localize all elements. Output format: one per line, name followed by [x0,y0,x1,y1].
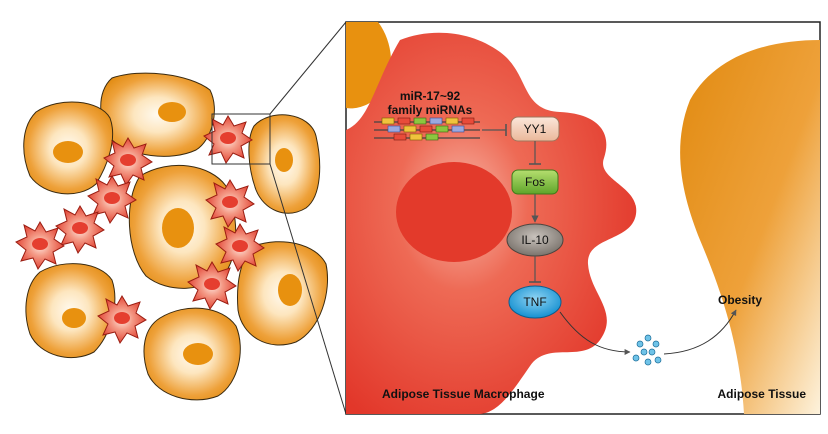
mirna-segment [381,117,475,141]
arrow-tnf-secretion [559,311,631,355]
node-tnf-label: TNF [523,295,546,309]
mirna-label-line2: family miRNAs [388,103,473,117]
node-yy1-label: YY1 [524,122,547,136]
macrophage-nucleus [396,162,512,262]
obesity-label: Obesity [718,293,762,307]
node-tnf: TNF [508,285,562,319]
small-macrophage [103,137,153,187]
adipocyte [25,263,116,359]
small-macrophage [15,221,65,271]
zoom-panel [345,21,821,415]
small-macrophage [187,261,237,311]
node-fos: Fos [511,169,559,195]
tissue-cluster [15,72,328,401]
small-macrophage [215,223,265,273]
adipocyte [248,114,321,214]
tnf-particles [632,334,662,366]
adipocyte [100,72,215,157]
zoom-line-top [269,21,347,115]
node-yy1: YY1 [510,116,560,142]
small-macrophage [205,179,255,229]
node-il10: IL-10 [506,223,564,257]
mirna-strands [374,117,480,141]
zoom-box [211,113,271,165]
adipose-tissue-label: Adipose Tissue [718,387,807,401]
small-macrophage [87,175,137,225]
small-macrophage [97,295,147,345]
adipocyte [143,307,241,401]
adipocyte [237,241,328,346]
node-fos-label: Fos [525,175,545,189]
adipocyte [128,164,237,289]
small-macrophage [203,115,253,165]
zoom-line-bottom [269,163,347,415]
mirna-label-line1: miR-17~92 [400,89,461,103]
arrow-particles-obesity [663,309,737,355]
adipocyte [23,101,114,195]
macrophage-label: Adipose Tissue Macrophage [382,387,545,401]
node-il10-label: IL-10 [521,233,549,247]
small-macrophage [55,205,105,255]
adipose-tissue-shape [680,40,820,414]
